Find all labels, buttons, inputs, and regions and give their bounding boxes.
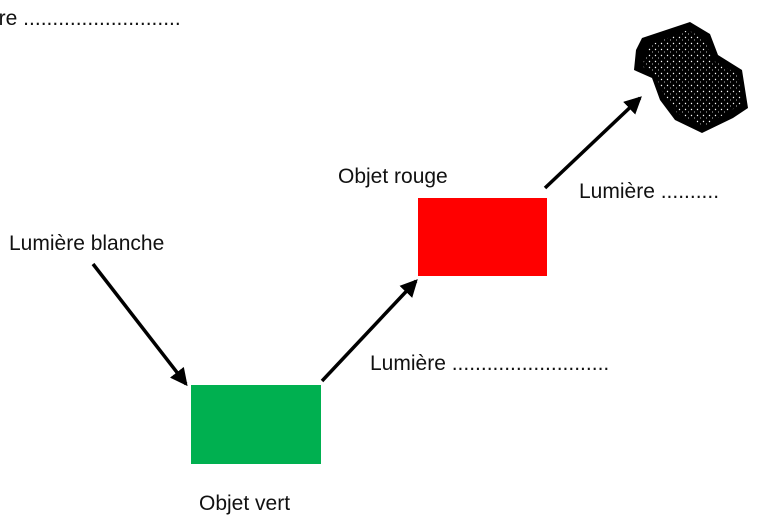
arrow-green-to-red	[320, 279, 418, 383]
light-label-top: ère ...........................	[0, 7, 181, 30]
black-object-icon	[634, 22, 748, 133]
green-object-label: Objet vert	[199, 492, 291, 515]
green-object	[191, 385, 321, 464]
light-label-middle: Lumière ...........................	[370, 352, 610, 375]
white-light-label: Lumière blanche	[9, 232, 165, 255]
light-label-right: Lumière ..........	[579, 180, 720, 203]
red-object-label: Objet rouge	[338, 165, 448, 188]
arrow-red-to-dark	[543, 96, 642, 190]
red-object	[418, 198, 547, 276]
arrow-white-to-green	[91, 262, 188, 387]
